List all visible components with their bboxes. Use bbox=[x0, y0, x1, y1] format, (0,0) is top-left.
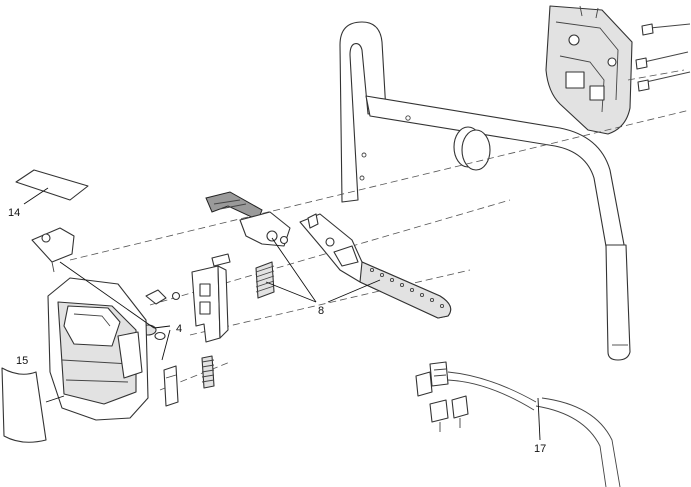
shield-panel bbox=[1, 367, 65, 443]
mounting-bracket bbox=[545, 5, 691, 135]
control-housing bbox=[31, 227, 155, 421]
wire-harness bbox=[415, 361, 537, 432]
callout-8: 8 bbox=[318, 305, 324, 317]
spring-lower bbox=[201, 355, 215, 389]
callout-14: 14 bbox=[8, 207, 20, 219]
callout-leaders bbox=[153, 237, 541, 441]
callout-4: 4 bbox=[176, 323, 182, 335]
spring-upper bbox=[255, 261, 275, 299]
bail-lever bbox=[299, 213, 452, 319]
upper-lever bbox=[205, 191, 291, 247]
callout-15: 15 bbox=[16, 355, 28, 367]
center-plate bbox=[191, 253, 231, 343]
decal-label bbox=[15, 169, 89, 205]
callout-17: 17 bbox=[534, 443, 546, 455]
